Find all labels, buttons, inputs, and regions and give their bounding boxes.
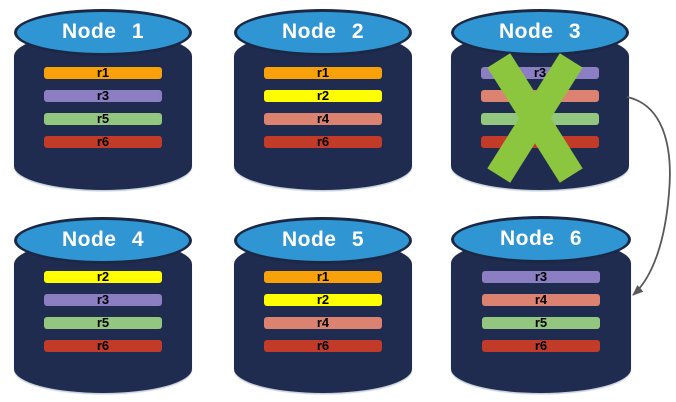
replica-label: r6 — [316, 338, 330, 353]
replica-label: r4 — [316, 111, 330, 126]
node-2-title: Node 2 — [281, 19, 364, 43]
node-1: Node 1 r1 r3 r5 r6 — [14, 9, 192, 190]
replica-label: r2 — [316, 292, 330, 307]
replica-bar: r2 — [44, 269, 162, 284]
replica-label: r1 — [316, 65, 330, 80]
node-4-replica-list: r2 r3 r5 r6 — [14, 269, 192, 353]
node-5-title: Node 5 — [281, 227, 364, 251]
replica-label: r6 — [96, 134, 110, 149]
replica-label: r4 — [316, 315, 330, 330]
replica-bar: r6 — [44, 134, 162, 149]
replica-label: r6 — [316, 134, 330, 149]
node-1-cylinder-body — [14, 32, 192, 190]
replica-bar: r5 — [482, 315, 600, 330]
replica-label: r3 — [533, 65, 547, 80]
node-5-cylinder-body — [234, 240, 412, 393]
replica-bar: r6 — [44, 338, 162, 353]
replica-bar: r5 — [44, 315, 162, 330]
node-6-top-ellipse: Node 6 — [451, 216, 631, 263]
node-3: Node 3 r3 — [451, 9, 629, 190]
replica-bar: r1 — [44, 65, 162, 80]
node-2-top-ellipse: Node 2 — [234, 9, 412, 56]
replica-label: r1 — [96, 65, 110, 80]
node-4-cylinder-body — [14, 240, 192, 393]
node-6-title: Node 6 — [499, 226, 582, 250]
replica-label: r5 — [96, 315, 110, 330]
node-6-replica-list: r3 r4 r5 r6 — [451, 269, 631, 353]
node-4-top-ellipse: Node 4 — [14, 217, 192, 264]
replica-label: r6 — [96, 338, 110, 353]
node-1-title: Node 1 — [61, 19, 144, 43]
node-6: Node 6 r3 r4 r5 r6 — [451, 216, 631, 393]
node-2: Node 2 r1 r2 r4 r6 — [234, 9, 412, 190]
replica-bar: r4 — [264, 111, 382, 126]
node-1-replica-list: r1 r3 r5 r6 — [14, 65, 192, 149]
node-4: Node 4 r2 r3 r5 r6 — [14, 217, 192, 393]
replica-bar: r3 — [44, 292, 162, 307]
replica-label: r2 — [316, 88, 330, 103]
node-2-cylinder-body — [234, 32, 412, 190]
node-3-top-ellipse: Node 3 — [451, 9, 629, 56]
replica-bar: r4 — [482, 292, 600, 307]
node-4-title: Node 4 — [61, 227, 144, 251]
replica-bar: r6 — [482, 338, 600, 353]
node-5-top-ellipse: Node 5 — [234, 217, 412, 264]
replica-bar: r3 — [44, 88, 162, 103]
node-3-title: Node 3 — [498, 19, 581, 43]
replica-label: r3 — [96, 292, 110, 307]
replica-label: r5 — [534, 315, 548, 330]
replica-label: r3 — [534, 269, 548, 284]
replica-label: r5 — [96, 111, 110, 126]
replica-bar: r1 — [264, 269, 382, 284]
replica-bar: r6 — [264, 338, 382, 353]
replica-bar: r2 — [264, 88, 382, 103]
node-6-cylinder-body — [451, 239, 631, 393]
replica-label: r1 — [316, 269, 330, 284]
node-5: Node 5 r1 r2 r4 r6 — [234, 217, 412, 393]
node-1-top-ellipse: Node 1 — [14, 9, 192, 56]
replica-label: r6 — [534, 338, 548, 353]
node-5-replica-list: r1 r2 r4 r6 — [234, 269, 412, 353]
replica-label: r3 — [96, 88, 110, 103]
arrow-curve — [626, 96, 671, 296]
replica-bar: r6 — [264, 134, 382, 149]
replica-bar: r5 — [44, 111, 162, 126]
replica-label: r4 — [534, 292, 548, 307]
node-2-replica-list: r1 r2 r4 r6 — [234, 65, 412, 149]
replica-bar: r1 — [264, 65, 382, 80]
replica-bar: r4 — [264, 315, 382, 330]
replica-label: r2 — [96, 269, 110, 284]
replica-bar: r3 — [482, 269, 600, 284]
replica-bar: r2 — [264, 292, 382, 307]
